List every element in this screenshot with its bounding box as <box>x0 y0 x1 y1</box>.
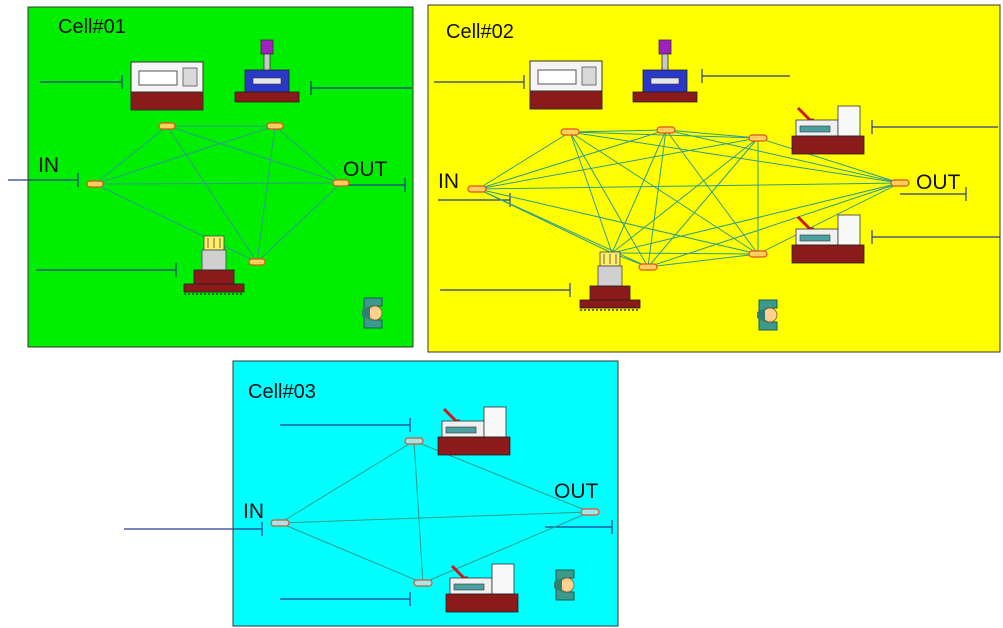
cell-02-title: Cell#02 <box>446 21 514 43</box>
cell-01-node-drill <box>248 258 266 266</box>
cell-02: Cell#02 <box>427 4 1001 353</box>
cell-02-edges <box>477 129 901 268</box>
cell-01-title: Cell#01 <box>58 16 126 38</box>
cell-01-nodes <box>86 122 350 266</box>
cell-03-node-horiz-bottom <box>413 579 433 587</box>
cell-02-feed-lines <box>434 69 1000 297</box>
cell-02-in-label: IN <box>438 170 459 193</box>
cell-02-node-in <box>467 185 487 193</box>
cnc-lathe-icon <box>130 61 204 111</box>
robot-gripper-icon <box>756 299 778 331</box>
cell-03-feed-lines <box>124 418 613 606</box>
cell-03-in-label: IN <box>243 500 264 523</box>
cell-02-panel <box>427 4 1001 353</box>
cell-03-node-out <box>580 508 600 516</box>
cell-03: Cell#03 IN OUT <box>124 360 619 627</box>
cell-01-out-label: OUT <box>343 158 388 181</box>
cnc-lathe-icon <box>529 60 603 110</box>
cell-01-node-mill <box>266 122 284 130</box>
cell-03-title: Cell#03 <box>248 381 316 403</box>
cell-02-node-lathe <box>560 128 580 136</box>
cell-01-node-out <box>332 179 350 187</box>
cell-03-node-horiz-top <box>404 437 424 445</box>
cell-03-nodes <box>270 437 600 587</box>
cell-01-in-label: IN <box>38 154 59 177</box>
cell-03-edges <box>279 440 591 584</box>
cell-02-node-horiz-bottom <box>748 250 768 258</box>
cell-01-node-lathe <box>158 122 176 130</box>
cell-03-out-label: OUT <box>554 480 599 503</box>
cell-02-nodes <box>467 126 910 271</box>
cell-01-feed-lines <box>8 75 412 277</box>
cell-03-node-in <box>270 519 290 527</box>
robot-gripper-icon <box>553 569 575 601</box>
cell-02-node-mill <box>656 126 676 134</box>
cell-02-node-horiz-top <box>748 134 768 142</box>
cell-01-edges <box>94 125 342 263</box>
cell-02-node-out <box>890 179 910 187</box>
cell-01-node-in <box>86 180 104 188</box>
robot-gripper-icon <box>361 297 383 329</box>
cell-02-node-drill <box>638 263 658 271</box>
cell-01: Cell#01 <box>8 6 414 348</box>
cell-02-out-label: OUT <box>916 171 961 194</box>
